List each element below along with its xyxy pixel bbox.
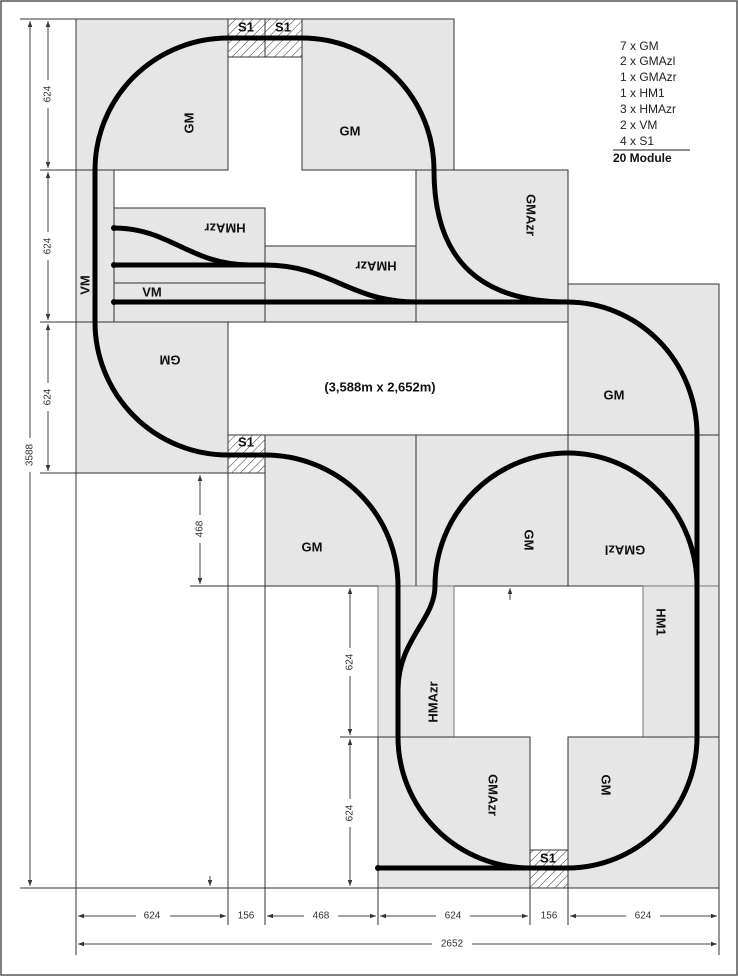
track-siding-top xyxy=(111,225,253,268)
label-hmazr-upper-b: HMAzr xyxy=(355,259,396,274)
label-gm-mid-b: GM xyxy=(522,530,537,551)
label-gm-bottom-right: GM xyxy=(599,775,614,796)
module-gm-mid-b xyxy=(415,434,569,587)
layout-size-title: (3,588m x 2,652m) xyxy=(324,379,435,394)
track-ends xyxy=(111,225,381,871)
module-hm1 xyxy=(642,585,720,738)
legend-item: 7 x GM xyxy=(620,39,659,53)
module-labels: GM S1 S1 GM GMAzr VM HMAzr HMAzr VM GM (… xyxy=(77,19,668,865)
grid-lines xyxy=(20,18,720,955)
module-gmazr-upper xyxy=(415,169,569,323)
track xyxy=(92,35,700,871)
module-gmazr-lower xyxy=(377,736,531,889)
dim-lower-2: 624 xyxy=(345,804,356,821)
module-hmazr-lower xyxy=(377,585,455,738)
label-hm1: HM1 xyxy=(654,608,669,635)
label-vm-vertical: VM xyxy=(77,275,92,295)
label-gm-top-left: GM xyxy=(181,113,196,134)
dim-left-1: 624 xyxy=(43,85,54,102)
label-s1-top-b: S1 xyxy=(275,19,291,34)
legend-item: 3 x HMAzr xyxy=(620,102,676,116)
dim-bottom-6: 624 xyxy=(635,911,652,922)
legend-item: 2 x GMAzl xyxy=(620,54,675,68)
label-gm-mid-a: GM xyxy=(302,539,323,554)
module-hmazr-upper-a xyxy=(113,207,266,284)
label-hmazr-lower: HMAzr xyxy=(425,681,440,722)
label-gm-left: GM xyxy=(160,353,181,368)
legend-item: 2 x VM xyxy=(620,118,657,132)
track-inner-loop xyxy=(395,450,700,693)
module-gm-top-mid xyxy=(301,18,455,171)
dim-bottom-3: 468 xyxy=(313,911,330,922)
dim-total-height: 3588 xyxy=(25,443,36,466)
track-siding-middle xyxy=(111,262,419,305)
label-gmazr-upper: GMAzr xyxy=(524,194,539,236)
label-gmazl: GMAzl xyxy=(605,543,645,558)
label-gm-right: GM xyxy=(604,387,625,402)
dim-lower-1: 624 xyxy=(345,653,356,670)
legend-item: 4 x S1 xyxy=(620,134,654,148)
legend-total: 20 Module xyxy=(613,151,672,165)
dimensions: 3588 624 624 624 468 624 624 624 156 468… xyxy=(22,21,717,951)
label-s1-mid: S1 xyxy=(238,434,254,449)
dim-bottom-2: 156 xyxy=(238,911,255,922)
dim-bottom-1: 624 xyxy=(144,911,161,922)
legend-item: 1 x HM1 xyxy=(620,86,665,100)
dim-total-width: 2652 xyxy=(441,939,464,950)
legend-item: 1 x GMAzr xyxy=(620,70,677,84)
label-vm-horizontal: VM xyxy=(142,284,162,299)
label-hmazr-upper-a: HMAzr xyxy=(204,221,245,236)
dim-left-3: 624 xyxy=(43,388,54,405)
legend: 7 x GM 2 x GMAzl 1 x GMAzr 1 x HM1 3 x H… xyxy=(613,39,690,165)
dim-left-2: 624 xyxy=(43,237,54,254)
label-s1-bottom: S1 xyxy=(540,850,556,865)
label-gmazr-lower: GMAzr xyxy=(486,774,501,816)
dim-bottom-5: 156 xyxy=(541,911,558,922)
label-gm-top-mid: GM xyxy=(340,123,361,138)
dim-468-vertical: 468 xyxy=(195,520,206,537)
label-s1-top-a: S1 xyxy=(238,19,254,34)
module-gm-top-left xyxy=(75,18,229,171)
dim-bottom-4: 624 xyxy=(445,911,462,922)
